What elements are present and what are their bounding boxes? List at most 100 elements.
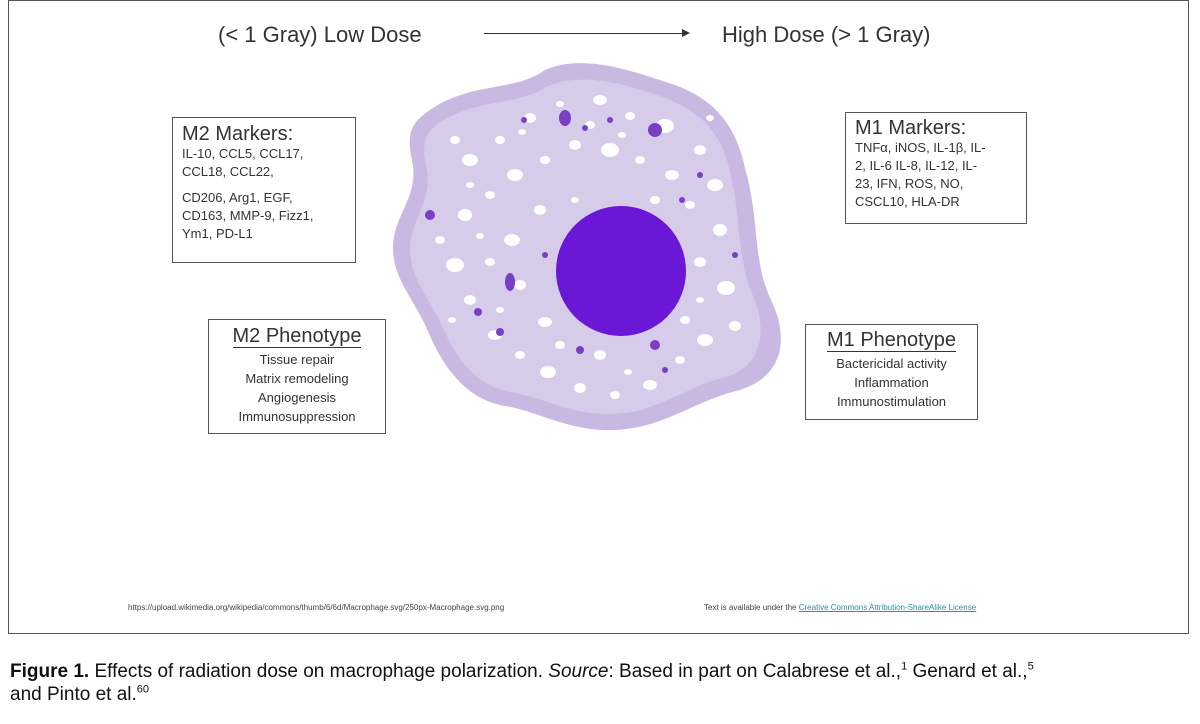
m2-markers-box: M2 Markers: IL-10, CCL5, CCL17, CCL18, C… [172, 117, 356, 263]
vacuole [625, 112, 635, 120]
vacuole [594, 350, 606, 360]
m2-phenotype-line: Matrix remodeling [245, 371, 349, 386]
caption-text: : Based in part on Calabrese et al., [608, 661, 902, 682]
m1-phenotype-line: Inflammation [854, 375, 929, 390]
vacuole [713, 224, 727, 236]
vacuole [540, 366, 556, 378]
source-label: Source [548, 661, 609, 682]
vacuole [729, 321, 741, 331]
granule [496, 328, 504, 336]
m2-phenotype-box: M2 Phenotype Tissue repair Matrix remode… [208, 319, 386, 434]
granule [650, 340, 660, 350]
reference-number: 5 [1027, 660, 1034, 673]
vacuole [504, 234, 520, 246]
vacuole [556, 101, 564, 107]
vacuole [569, 140, 581, 150]
vacuole [650, 196, 660, 204]
granule [732, 252, 738, 258]
m2-marker-line: CD206, Arg1, EGF, [182, 190, 293, 205]
granule [505, 273, 515, 291]
m2-markers-title: M2 Markers: [182, 123, 294, 145]
m1-marker-line: 23, IFN, ROS, NO, [855, 176, 964, 191]
license-notice: Text is available under the Creative Com… [704, 603, 976, 612]
vacuole [675, 356, 685, 364]
vacuole [571, 197, 579, 203]
vacuole [518, 129, 526, 135]
m2-marker-line: CCL18, CCL22, [182, 164, 274, 179]
m1-phenotype-title: M1 Phenotype [827, 329, 956, 352]
granule [542, 252, 548, 258]
m1-phenotype-box: M1 Phenotype Bactericidal activity Infla… [805, 324, 978, 420]
vacuole [707, 179, 723, 191]
figure-caption: Figure 1. Effects of radiation dose on m… [10, 660, 1190, 706]
m2-marker-line: Ym1, PD-L1 [182, 226, 253, 241]
low-dose-label: (< 1 Gray) Low Dose [218, 22, 422, 47]
granule [559, 110, 571, 126]
vacuole [458, 209, 472, 221]
granule [576, 346, 584, 354]
reference-number: 60 [136, 683, 150, 696]
caption-text: and Pinto et al. [10, 684, 137, 705]
vacuole [446, 258, 464, 272]
m2-marker-line: IL-10, CCL5, CCL17, [182, 146, 304, 161]
vacuole [643, 380, 657, 390]
vacuole [514, 280, 526, 290]
granule [679, 197, 685, 203]
vacuole [515, 351, 525, 359]
m1-phenotype-line: Immunostimulation [836, 394, 947, 409]
m1-marker-line: 2, IL-6 IL-8, IL-12, IL- [855, 158, 978, 173]
granule [697, 172, 703, 178]
vacuole [624, 369, 632, 375]
vacuole [435, 236, 445, 244]
reference-number: 1 [901, 660, 908, 673]
m1-markers-title: M1 Markers: [855, 117, 967, 139]
vacuole [697, 334, 713, 346]
granule [521, 117, 527, 123]
vacuole [485, 258, 495, 266]
vacuole [534, 205, 546, 215]
m2-phenotype-line: Angiogenesis [257, 390, 337, 405]
granule [607, 117, 613, 123]
vacuole [464, 295, 476, 305]
granule [582, 125, 588, 131]
vacuole [462, 154, 478, 166]
vacuole [694, 145, 706, 155]
caption-text: Effects of radiation dose on macrophage … [89, 661, 549, 682]
vacuole [507, 169, 523, 181]
m1-marker-line: CSCL10, HLA-DR [855, 194, 960, 209]
vacuole [448, 317, 456, 323]
vacuole [476, 233, 484, 239]
vacuole [485, 191, 495, 199]
granule [662, 367, 668, 373]
m1-markers-box: M1 Markers: TNFα, iNOS, IL-1β, IL- 2, IL… [845, 112, 1027, 224]
vacuole [538, 317, 552, 327]
vacuole [524, 113, 536, 123]
vacuole [593, 95, 607, 105]
m2-marker-spacer [182, 181, 346, 189]
granule [648, 123, 662, 137]
dose-arrow [484, 29, 690, 37]
vacuole [574, 383, 586, 393]
vacuole [618, 132, 626, 138]
vacuole [540, 156, 550, 164]
vacuole [706, 115, 714, 121]
m1-phenotype-line: Bactericidal activity [836, 356, 947, 371]
vacuole [555, 341, 565, 349]
granule [425, 210, 435, 220]
m2-phenotype-title: M2 Phenotype [232, 325, 362, 348]
license-link[interactable]: Creative Commons Attribution-ShareAlike … [798, 603, 977, 612]
m2-phenotype-line: Tissue repair [259, 352, 335, 367]
m1-marker-line: TNFα, iNOS, IL-1β, IL- [855, 140, 986, 155]
vacuole [665, 170, 679, 180]
vacuole [635, 156, 645, 164]
vacuole [610, 391, 620, 399]
caption-text: Genard et al., [907, 661, 1028, 682]
figure-label: Figure 1. [10, 661, 90, 682]
image-source-url: https://upload.wikimedia.org/wikipedia/c… [128, 603, 505, 612]
m2-phenotype-line: Immunosuppression [238, 409, 356, 424]
vacuole [496, 307, 504, 313]
vacuole [495, 136, 505, 144]
cytoplasm-granules [425, 95, 741, 399]
vacuole [694, 257, 706, 267]
